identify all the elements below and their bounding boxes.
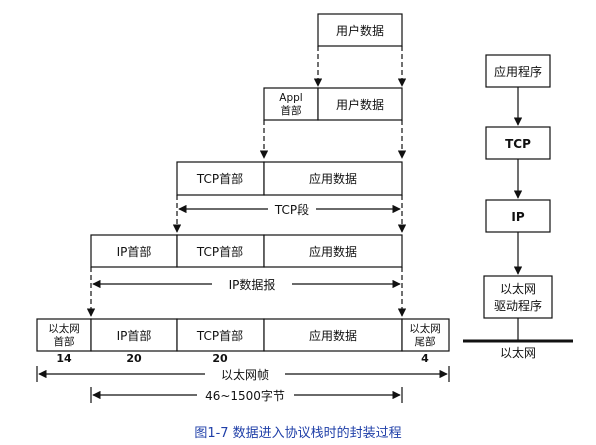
figure-caption: 图1-7 数据进入协议栈时的封装过程 <box>194 425 401 441</box>
ip-datagram-label: IP数据报 <box>229 277 276 292</box>
user-data-box <box>317 13 403 47</box>
eth-tcp-header-box <box>176 318 265 352</box>
app-user-data-box <box>317 87 403 121</box>
ip-tcp-header-box <box>176 234 265 268</box>
stack-tcp-box <box>485 126 551 160</box>
eth-header-label-line2: 首部 <box>54 335 75 348</box>
stack-ip-label: IP <box>511 210 524 224</box>
size-tcp-header: 20 <box>212 352 228 365</box>
row-application: Appl 首部 用户数据 <box>263 87 403 121</box>
ip-tcp-header-label: TCP首部 <box>196 244 243 259</box>
frame-label: 以太网帧 <box>221 367 269 382</box>
app-header-box <box>263 87 319 121</box>
stack-driver-label-line2: 驱动程序 <box>494 298 542 313</box>
ip-header-label: IP首部 <box>117 244 152 259</box>
stack-ip-box <box>485 199 551 233</box>
eth-app-data-box <box>263 318 403 352</box>
eth-trailer-box <box>401 318 450 352</box>
tcp-segment-label: TCP段 <box>274 202 309 217</box>
eth-tcp-header-label: TCP首部 <box>196 328 243 343</box>
stack-application-label: 应用程序 <box>494 64 542 79</box>
app-user-data-label: 用户数据 <box>336 97 384 112</box>
ip-app-data-box <box>263 234 403 268</box>
payload-range-label: 46~1500字节 <box>205 388 285 403</box>
tcp-app-data-box <box>263 161 403 196</box>
stack-tcp-label: TCP <box>505 137 531 151</box>
ip-header-box <box>90 234 178 268</box>
size-ip-header: 20 <box>126 352 142 365</box>
row-tcp-segment: TCP首部 应用数据 <box>176 161 403 196</box>
size-eth-header: 14 <box>56 352 72 365</box>
ip-app-data-label: 应用数据 <box>309 244 357 259</box>
tcp-header-label: TCP首部 <box>196 171 243 186</box>
protocol-stack: 应用程序 TCP IP 以太网 驱动程序 以太网 <box>463 54 573 360</box>
eth-ip-header-label: IP首部 <box>117 328 152 343</box>
eth-header-label-line1: 以太网 <box>48 322 80 335</box>
stack-network-label: 以太网 <box>500 345 536 360</box>
stack-driver-box <box>483 275 553 319</box>
eth-trailer-label-line1: 以太网 <box>409 322 441 335</box>
user-data-label: 用户数据 <box>336 23 384 38</box>
tcp-header-box <box>176 161 265 196</box>
stack-driver-label-line1: 以太网 <box>500 281 536 296</box>
eth-app-data-label: 应用数据 <box>309 328 357 343</box>
app-header-label-line1: Appl <box>279 92 302 104</box>
eth-trailer-label-line2: 尾部 <box>415 335 436 348</box>
app-header-label-line2: 首部 <box>281 104 302 117</box>
size-eth-trailer: 4 <box>421 352 429 365</box>
tcp-app-data-label: 应用数据 <box>309 171 357 186</box>
row-ip-datagram: IP首部 TCP首部 应用数据 <box>90 234 403 268</box>
eth-ip-header-box <box>90 318 178 352</box>
stack-application-box <box>485 54 551 88</box>
row-user-data: 用户数据 <box>317 13 403 47</box>
row-ethernet-frame: 以太网 首部 IP首部 TCP首部 应用数据 以太网 尾部 <box>36 318 450 352</box>
